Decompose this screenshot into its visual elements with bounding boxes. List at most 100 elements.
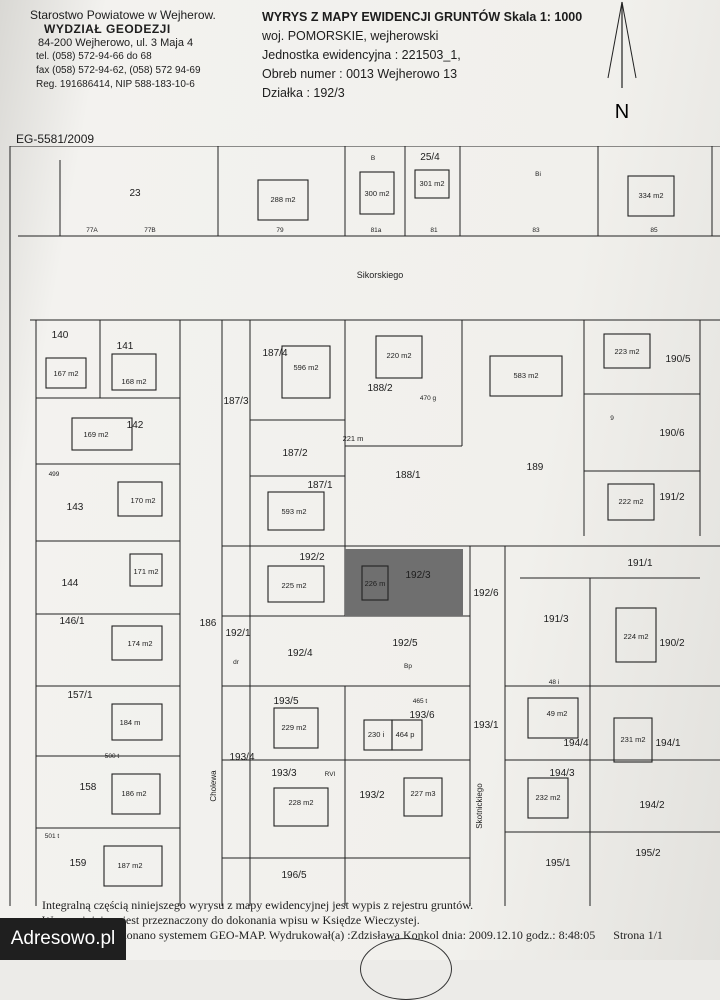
map-label: B — [371, 155, 375, 162]
map-label: 231 m2 — [620, 735, 645, 744]
map-label: 193/1 — [473, 720, 498, 731]
precinct-number: Obreb numer : 0013 Wejherowo 13 — [262, 67, 458, 81]
map-label: 224 m2 — [623, 632, 648, 641]
map-label: 144 — [62, 578, 79, 589]
map-label: 77A — [86, 227, 98, 234]
map-label: 300 m2 — [364, 189, 389, 198]
map-label: 168 m2 — [121, 377, 146, 386]
map-label: 192/4 — [287, 648, 312, 659]
map-label: 171 m2 — [133, 567, 158, 576]
map-label: 143 — [67, 502, 84, 513]
cadastral-map: Sikorskiego Cholewa Skotnickiego 23 25/4… — [9, 146, 720, 906]
map-label: 190/6 — [659, 428, 684, 439]
north-label: N — [615, 101, 629, 123]
street-name-2: Cholewa — [209, 770, 218, 802]
map-label: 187/1 — [307, 480, 332, 491]
map-label: 188/2 — [367, 383, 392, 394]
official-seal — [360, 938, 452, 1000]
map-label: 167 m2 — [53, 369, 78, 378]
map-label: 189 — [527, 462, 544, 473]
map-label: 194/4 — [563, 738, 588, 749]
map-label: 220 m2 — [386, 351, 411, 360]
map-label: 159 — [70, 858, 87, 869]
map-label: 193/5 — [273, 696, 298, 707]
map-label: 222 m2 — [618, 497, 643, 506]
map-label: 169 m2 — [83, 430, 108, 439]
map-label: 174 m2 — [127, 639, 152, 648]
map-label: 187/2 — [282, 448, 307, 459]
footer-line-1: Integralną częścią niniejszego wyrysu z … — [42, 898, 474, 912]
map-label: 170 m2 — [130, 496, 155, 505]
map-label: 142 — [127, 420, 144, 431]
map-label: 184 m — [120, 718, 141, 727]
map-label: 583 m2 — [513, 371, 538, 380]
map-label: 186 — [200, 618, 217, 629]
map-label: 194/3 — [549, 768, 574, 779]
map-label: 225 m2 — [281, 581, 306, 590]
map-label: 192/1 — [225, 628, 250, 639]
map-label: 187/3 — [223, 396, 248, 407]
map-label: 192/2 — [299, 552, 324, 563]
map-label: 465 t — [413, 698, 428, 705]
map-label: 193/6 — [409, 710, 434, 721]
office-stamp: Starostwo Powiatowe w Wejherow. WYDZIAŁ … — [30, 8, 230, 92]
page-number: Strona 1/1 — [613, 928, 663, 942]
map-label: 187 m2 — [117, 861, 142, 870]
map-label: 596 m2 — [293, 363, 318, 372]
map-label: 470 g — [420, 395, 437, 402]
stamp-phone: tel. (058) 572-94-66 do 68 — [36, 51, 152, 62]
map-label: 192/3 — [405, 570, 430, 581]
map-label: 77B — [144, 227, 156, 234]
map-label: 191/2 — [659, 492, 684, 503]
map-label: 226 m — [365, 579, 386, 588]
map-label: 229 m2 — [281, 723, 306, 732]
map-label: RVI — [325, 771, 336, 778]
footer-line-2: Wyrys niniejszy jest przeznaczony do dok… — [42, 913, 420, 927]
map-label: 192/5 — [392, 638, 417, 649]
map-label: 196/5 — [281, 870, 306, 881]
map-label: 232 m2 — [535, 793, 560, 802]
north-arrow-icon: N — [607, 1, 637, 123]
map-label: 140 — [52, 330, 69, 341]
map-label: 195/1 — [545, 858, 570, 869]
map-label: 190/2 — [659, 638, 684, 649]
watermark-badge: Adresowo.pl — [0, 918, 126, 960]
document-header: WYRYS Z MAPY EWIDENCJI GRUNTÓW Skala 1: … — [262, 8, 582, 103]
map-label: 157/1 — [67, 690, 92, 701]
map-label: 190/5 — [665, 354, 690, 365]
map-label: 288 m2 — [270, 195, 295, 204]
map-label: Bi — [535, 171, 541, 178]
stamp-fax: fax (058) 572-94-62, (058) 572 94-69 — [36, 65, 201, 76]
map-label: 193/3 — [271, 768, 296, 779]
street-name-3: Skotnickiego — [475, 783, 484, 829]
map-label: 191/3 — [543, 614, 568, 625]
map-label: 186 m2 — [121, 789, 146, 798]
map-label: 141 — [117, 341, 134, 352]
map-label: 85 — [650, 227, 658, 234]
map-label: 223 m2 — [614, 347, 639, 356]
voivodeship: woj. POMORSKIE, wejherowski — [262, 29, 439, 43]
map-label: 194/2 — [639, 800, 664, 811]
map-label: 49 m2 — [547, 709, 568, 718]
map-label: 500 t — [105, 753, 120, 760]
map-label: 81a — [371, 227, 382, 234]
map-label: 9 — [610, 415, 614, 422]
map-label: 195/2 — [635, 848, 660, 859]
stamp-office: Starostwo Powiatowe w Wejherow. — [30, 8, 216, 22]
map-label: 464 p — [396, 730, 415, 739]
footer-line-3: Wykonano systemem GEO-MAP. Wydrukował(a)… — [104, 928, 702, 943]
map-label: 25/4 — [420, 152, 440, 163]
map-label: 593 m2 — [281, 507, 306, 516]
parcel-number: Działka : 192/3 — [262, 86, 345, 100]
street-name: Sikorskiego — [357, 270, 404, 280]
print-info: Wykonano systemem GEO-MAP. Wydrukował(a)… — [104, 928, 596, 942]
map-label: Bp — [404, 663, 412, 670]
map-label: 193/4 — [229, 752, 254, 763]
stamp-address: 84-200 Wejherowo, ul. 3 Maja 4 — [38, 37, 194, 49]
map-label: 499 — [49, 471, 60, 478]
map-label: 334 m2 — [638, 191, 663, 200]
document-number: EG-5581/2009 — [16, 132, 95, 146]
map-label: 146/1 — [59, 616, 84, 627]
document-title: WYRYS Z MAPY EWIDENCJI GRUNTÓW Skala 1: … — [262, 10, 583, 24]
map-label: 301 m2 — [419, 179, 444, 188]
